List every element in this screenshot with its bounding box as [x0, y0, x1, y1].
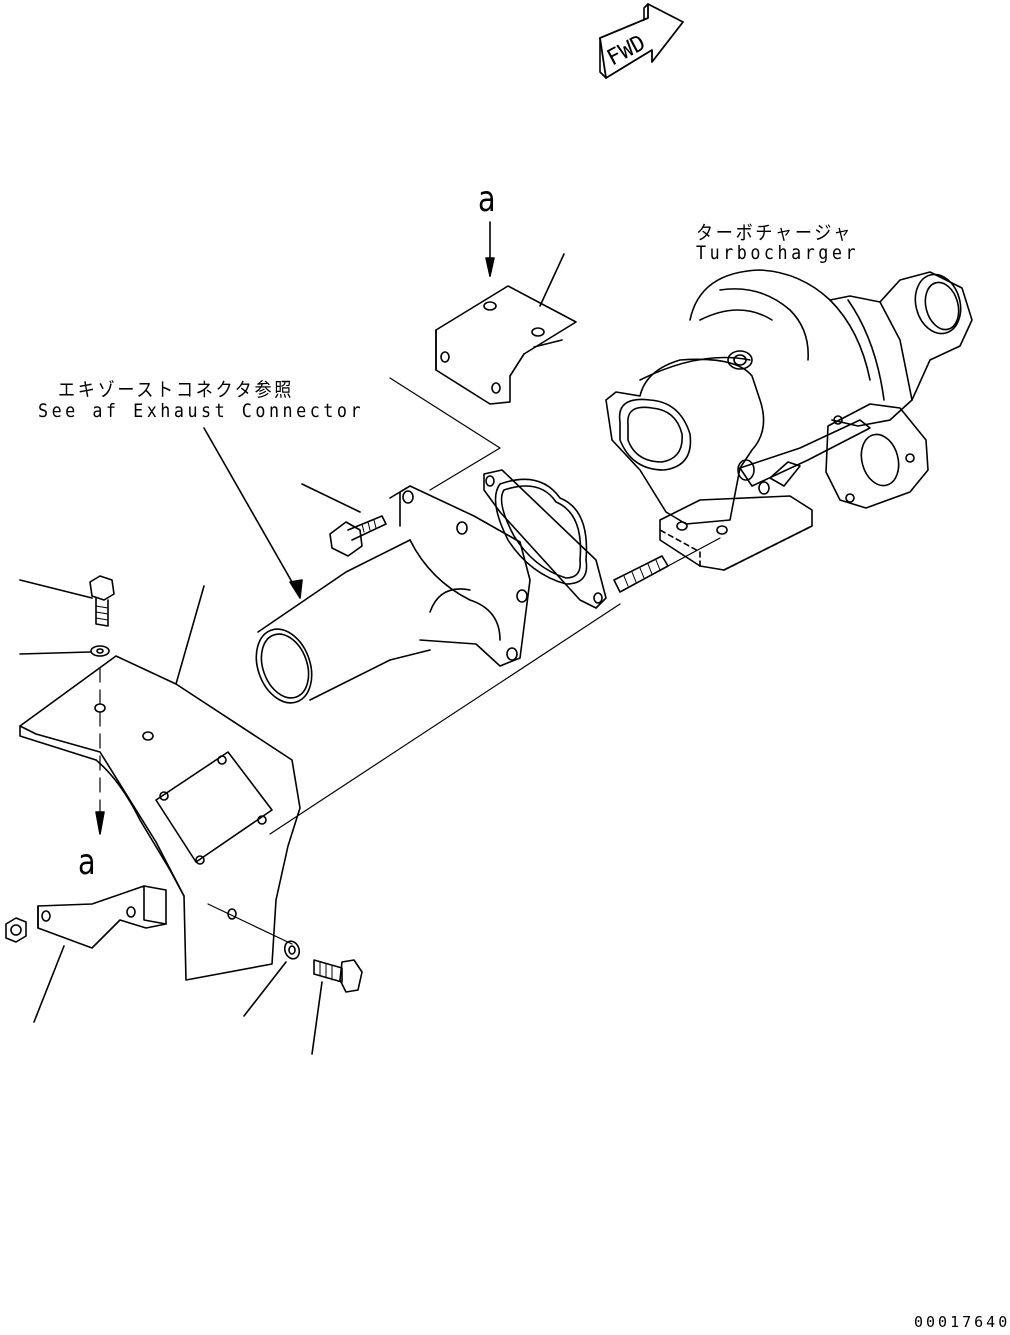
guide-line-lower [208, 904, 292, 944]
leader-line-bracket [540, 254, 564, 306]
upper-washer [91, 646, 109, 656]
leader-line-lower-bolt [312, 982, 322, 1054]
gasket [484, 470, 606, 608]
drawing-number: 00017640 [914, 1313, 1010, 1331]
turbocharger-label-en: Turbocharger [696, 242, 860, 264]
fwd-arrow-icon: FWD [600, 4, 683, 78]
lower-bracket [38, 886, 166, 948]
alignment-marker-top: a [478, 179, 496, 220]
exhaust-connector [247, 486, 530, 711]
alignment-marker-bottom: a [78, 842, 96, 883]
leader-line-bolt-upper [302, 484, 360, 512]
heat-shield [20, 586, 300, 980]
alignment-arrow-top [486, 222, 494, 276]
guide-line-center [270, 604, 620, 834]
upper-bracket [436, 286, 576, 404]
stud-bolt [614, 538, 720, 592]
turbocharger-label-ja: ターボチャージャ [696, 222, 854, 244]
exhaust-connector-label-ja: エキゾーストコネクタ参照 [58, 379, 295, 401]
lower-washer [282, 939, 301, 961]
lower-bolt [314, 960, 362, 992]
upper-bolt [90, 576, 114, 626]
leader-line-lower-bracket [34, 946, 64, 1022]
exhaust-connector-label-en: See af Exhaust Connector [38, 400, 365, 422]
leader-line-upper-washer [20, 652, 90, 654]
nut [6, 918, 26, 942]
guide-line-upper [390, 378, 500, 490]
leader-line-lower-washer [244, 962, 286, 1016]
flange-bolt [330, 516, 386, 556]
turbocharger [606, 269, 972, 570]
leader-line-upper-bolt [20, 580, 92, 598]
leader-line-connector [204, 428, 300, 596]
